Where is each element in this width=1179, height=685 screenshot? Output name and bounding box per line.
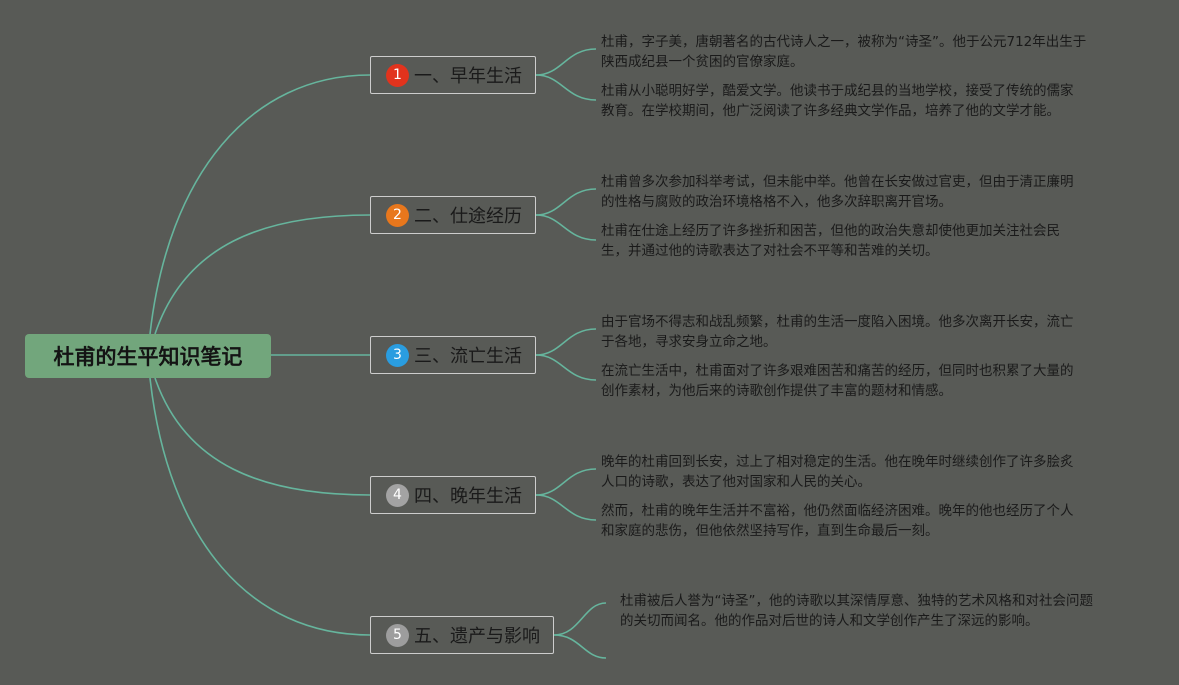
branch-topic-label: 二、仕途经历 xyxy=(414,206,522,227)
connector-branch-1-note-2 xyxy=(535,74,597,101)
subtopic-note[interactable]: 在流亡生活中，杜甫面对了许多艰难困苦和痛苦的经历，但同时也积累了大量的 创作素材… xyxy=(601,361,1074,401)
subtopic-note[interactable]: 然而，杜甫的晚年生活并不富裕，他仍然面临经济困难。晚年的他也经历了个人 和家庭的… xyxy=(601,501,1074,541)
connector-central-to-branch-4 xyxy=(154,377,371,496)
subtopic-note[interactable]: 杜甫，字子美，唐朝著名的古代诗人之一，被称为“诗圣”。他于公元712年出生于 陕… xyxy=(601,32,1086,72)
note-line: 教育。在学校期间，他广泛阅读了许多经典文学作品，培养了他的文学才能。 xyxy=(601,103,1060,119)
note-line: 杜甫，字子美，唐朝著名的古代诗人之一，被称为“诗圣”。他于公元712年出生于 xyxy=(601,34,1087,50)
central-topic-label: 杜甫的生平知识笔记 xyxy=(53,345,243,369)
subtopic-note[interactable]: 杜甫从小聪明好学，酷爱文学。他读书于成纪县的当地学校，接受了传统的儒家 教育。在… xyxy=(601,81,1074,121)
branch-topic-5[interactable]: 5 五、遗产与影响 xyxy=(370,616,554,654)
note-line: 由于官场不得志和战乱频繁，杜甫的生活一度陷入困境。他多次离开长安，流亡 xyxy=(601,314,1074,330)
branch-topic-label: 一、早年生活 xyxy=(414,66,522,87)
note-line: 人口的诗歌，表达了他对国家和人民的关心。 xyxy=(601,474,871,490)
subtopic-note[interactable]: 杜甫在仕途上经历了许多挫折和困苦，但他的政治失意却使他更加关注社会民 生，并通过… xyxy=(601,221,1060,261)
note-line: 杜甫从小聪明好学，酷爱文学。他读书于成纪县的当地学校，接受了传统的儒家 xyxy=(601,83,1074,99)
note-line: 晚年的杜甫回到长安，过上了相对稳定的生活。他在晚年时继续创作了许多脍炙 xyxy=(601,454,1074,470)
branch-topic-label: 三、流亡生活 xyxy=(414,346,522,367)
priority-4-icon: 4 xyxy=(386,483,409,507)
branch-topic-2[interactable]: 2 二、仕途经历 xyxy=(370,196,536,234)
branch-topic-1[interactable]: 1 一、早年生活 xyxy=(370,56,536,94)
connector-central-to-branch-1 xyxy=(149,74,371,335)
connector-branch-4-note-2 xyxy=(535,494,597,521)
connector-branch-1-note-1 xyxy=(535,48,597,76)
note-line: 陕西成纪县一个贫困的官僚家庭。 xyxy=(601,54,804,70)
priority-3-icon: 3 xyxy=(386,343,409,367)
note-line: 在流亡生活中，杜甫面对了许多艰难困苦和痛苦的经历，但同时也积累了大量的 xyxy=(601,363,1074,379)
branch-topic-3[interactable]: 3 三、流亡生活 xyxy=(370,336,536,374)
note-line: 的关切而闻名。他的作品对后世的诗人和文学创作产生了深远的影响。 xyxy=(620,613,1039,629)
note-line: 杜甫曾多次参加科举考试，但未能中举。他曾在长安做过官吏，但由于清正廉明 xyxy=(601,174,1074,190)
subtopic-note[interactable]: 晚年的杜甫回到长安，过上了相对稳定的生活。他在晚年时继续创作了许多脍炙 人口的诗… xyxy=(601,452,1074,492)
connector-branch-4-note-1 xyxy=(535,468,597,496)
branch-topic-label: 五、遗产与影响 xyxy=(414,626,540,647)
branch-topic-4[interactable]: 4 四、晚年生活 xyxy=(370,476,536,514)
note-line: 于各地，寻求安身立命之地。 xyxy=(601,334,777,350)
connector-branch-5-note-1 xyxy=(553,602,607,636)
note-line: 杜甫被后人誉为“诗圣”，他的诗歌以其深情厚意、独特的艺术风格和对社会问题 xyxy=(620,593,1093,609)
note-line: 的性格与腐败的政治环境格格不入，他多次辞职离开官场。 xyxy=(601,194,952,210)
connector-central-to-branch-2 xyxy=(154,214,371,335)
subtopic-note[interactable]: 杜甫被后人誉为“诗圣”，他的诗歌以其深情厚意、独特的艺术风格和对社会问题 的关切… xyxy=(620,591,1093,631)
note-line: 生，并通过他的诗歌表达了对社会不平等和苦难的关切。 xyxy=(601,243,939,259)
connector-central-to-branch-5 xyxy=(149,377,371,636)
connector-branch-3-note-2 xyxy=(535,354,597,381)
subtopic-note[interactable]: 由于官场不得志和战乱频繁，杜甫的生活一度陷入困境。他多次离开长安，流亡 于各地，… xyxy=(601,312,1074,352)
branch-topic-label: 四、晚年生活 xyxy=(414,486,522,507)
priority-1-icon: 1 xyxy=(386,63,409,87)
connector-branch-2-note-2 xyxy=(535,214,597,241)
subtopic-note[interactable]: 杜甫曾多次参加科举考试，但未能中举。他曾在长安做过官吏，但由于清正廉明 的性格与… xyxy=(601,172,1074,212)
note-line: 然而，杜甫的晚年生活并不富裕，他仍然面临经济困难。晚年的他也经历了个人 xyxy=(601,503,1074,519)
note-line: 杜甫在仕途上经历了许多挫折和困苦，但他的政治失意却使他更加关注社会民 xyxy=(601,223,1060,239)
central-topic[interactable]: 杜甫的生平知识笔记 xyxy=(25,334,271,378)
note-line: 和家庭的悲伤，但他依然坚持写作，直到生命最后一刻。 xyxy=(601,523,939,539)
priority-2-icon: 2 xyxy=(386,203,409,227)
connector-branch-2-note-1 xyxy=(535,188,597,216)
connector-branch-3-note-1 xyxy=(535,328,597,356)
connector-branch-5-note-2 xyxy=(553,634,607,659)
priority-5-icon: 5 xyxy=(386,623,409,647)
note-line: 创作素材，为他后来的诗歌创作提供了丰富的题材和情感。 xyxy=(601,383,952,399)
